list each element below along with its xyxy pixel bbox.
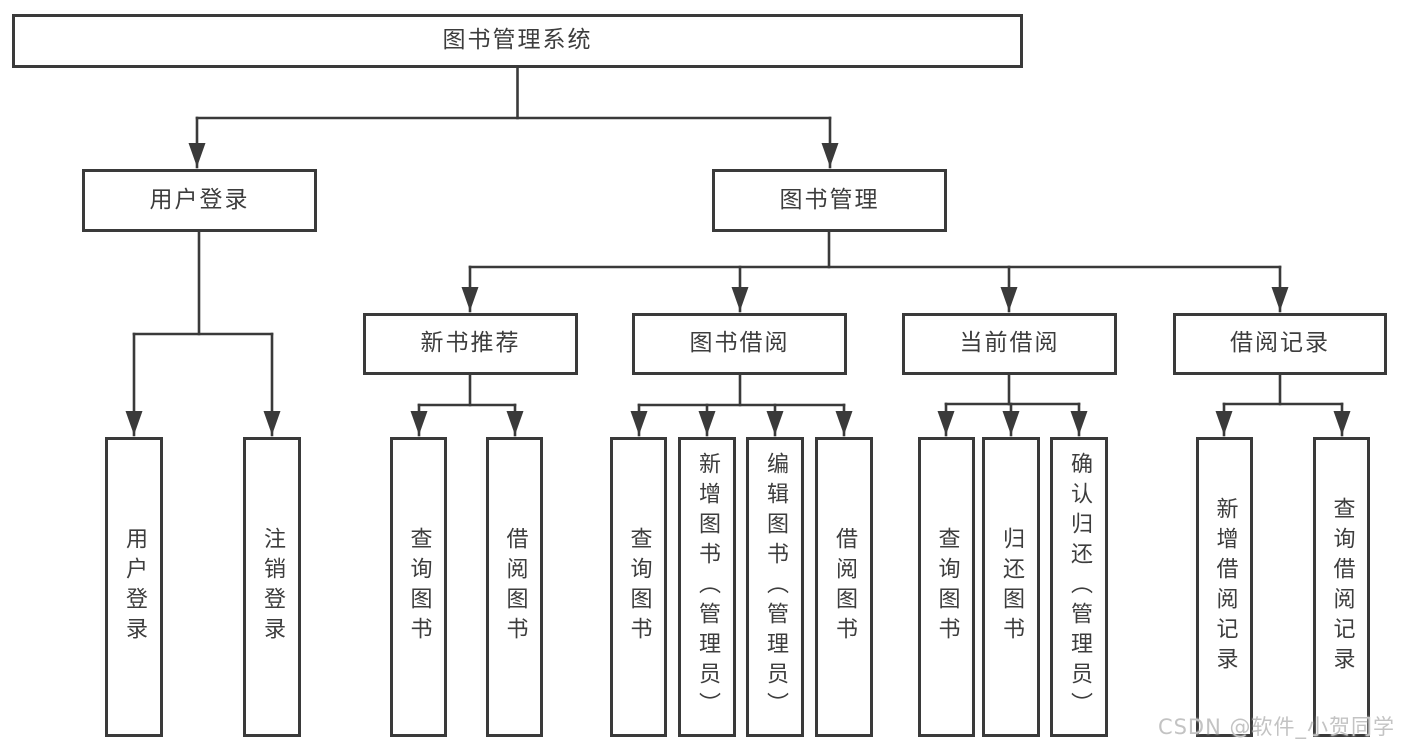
node-root: 图书管理系统: [12, 14, 1023, 68]
leaf-edit-book-admin: 编辑图书（管理员）: [746, 437, 804, 737]
node-user-login: 用户登录: [82, 169, 317, 232]
node-new-book-recommend-label: 新书推荐: [420, 330, 521, 357]
leaf-query-borrow-record-label: 查询借阅记录: [1329, 497, 1355, 677]
leaf-confirm-return-admin: 确认归还（管理员）: [1050, 437, 1108, 737]
leaf-user-login: 用户登录: [105, 437, 163, 737]
node-borrow-records: 借阅记录: [1173, 313, 1387, 375]
leaf-query-books-borrow: 查询图书: [610, 437, 667, 737]
leaf-borrow-books-recommend: 借阅图书: [486, 437, 543, 737]
leaf-query-books-recommend-label: 查询图书: [406, 527, 432, 647]
leaf-query-borrow-record: 查询借阅记录: [1313, 437, 1370, 737]
node-book-management: 图书管理: [712, 169, 947, 232]
node-current-borrow-label: 当前借阅: [959, 330, 1060, 357]
leaf-borrow-books-borrow-label: 借阅图书: [832, 527, 857, 647]
leaf-query-books-current: 查询图书: [918, 437, 975, 737]
leaf-query-books-borrow-label: 查询图书: [626, 527, 652, 647]
node-current-borrow: 当前借阅: [902, 313, 1117, 375]
leaf-return-book: 归还图书: [982, 437, 1040, 737]
node-book-management-label: 图书管理: [779, 186, 880, 213]
csdn-watermark: CSDN @软件_小贺同学: [1157, 715, 1395, 739]
node-book-borrow-label: 图书借阅: [689, 330, 790, 357]
leaf-borrow-books-recommend-label: 借阅图书: [502, 527, 528, 647]
leaf-borrow-books-borrow: 借阅图书: [815, 437, 873, 737]
leaf-query-books-current-label: 查询图书: [934, 527, 960, 647]
leaf-confirm-return-admin-label: 确认归还（管理员）: [1067, 452, 1092, 722]
leaf-add-borrow-record: 新增借阅记录: [1196, 437, 1253, 737]
leaf-edit-book-admin-label: 编辑图书（管理员）: [763, 452, 788, 722]
leaf-return-book-label: 归还图书: [999, 527, 1024, 647]
node-new-book-recommend: 新书推荐: [363, 313, 578, 375]
leaf-add-book-admin: 新增图书（管理员）: [678, 437, 736, 737]
node-borrow-records-label: 借阅记录: [1230, 330, 1330, 357]
leaf-query-books-recommend: 查询图书: [390, 437, 447, 737]
leaf-logout-login: 注销登录: [243, 437, 301, 737]
node-user-login-label: 用户登录: [149, 186, 250, 213]
leaf-add-book-admin-label: 新增图书（管理员）: [695, 452, 720, 722]
node-book-borrow: 图书借阅: [632, 313, 847, 375]
leaf-add-borrow-record-label: 新增借阅记录: [1212, 497, 1238, 677]
node-root-label: 图书管理系统: [442, 27, 593, 54]
leaf-logout-login-label: 注销登录: [260, 527, 285, 647]
leaf-user-login-label: 用户登录: [122, 527, 147, 647]
